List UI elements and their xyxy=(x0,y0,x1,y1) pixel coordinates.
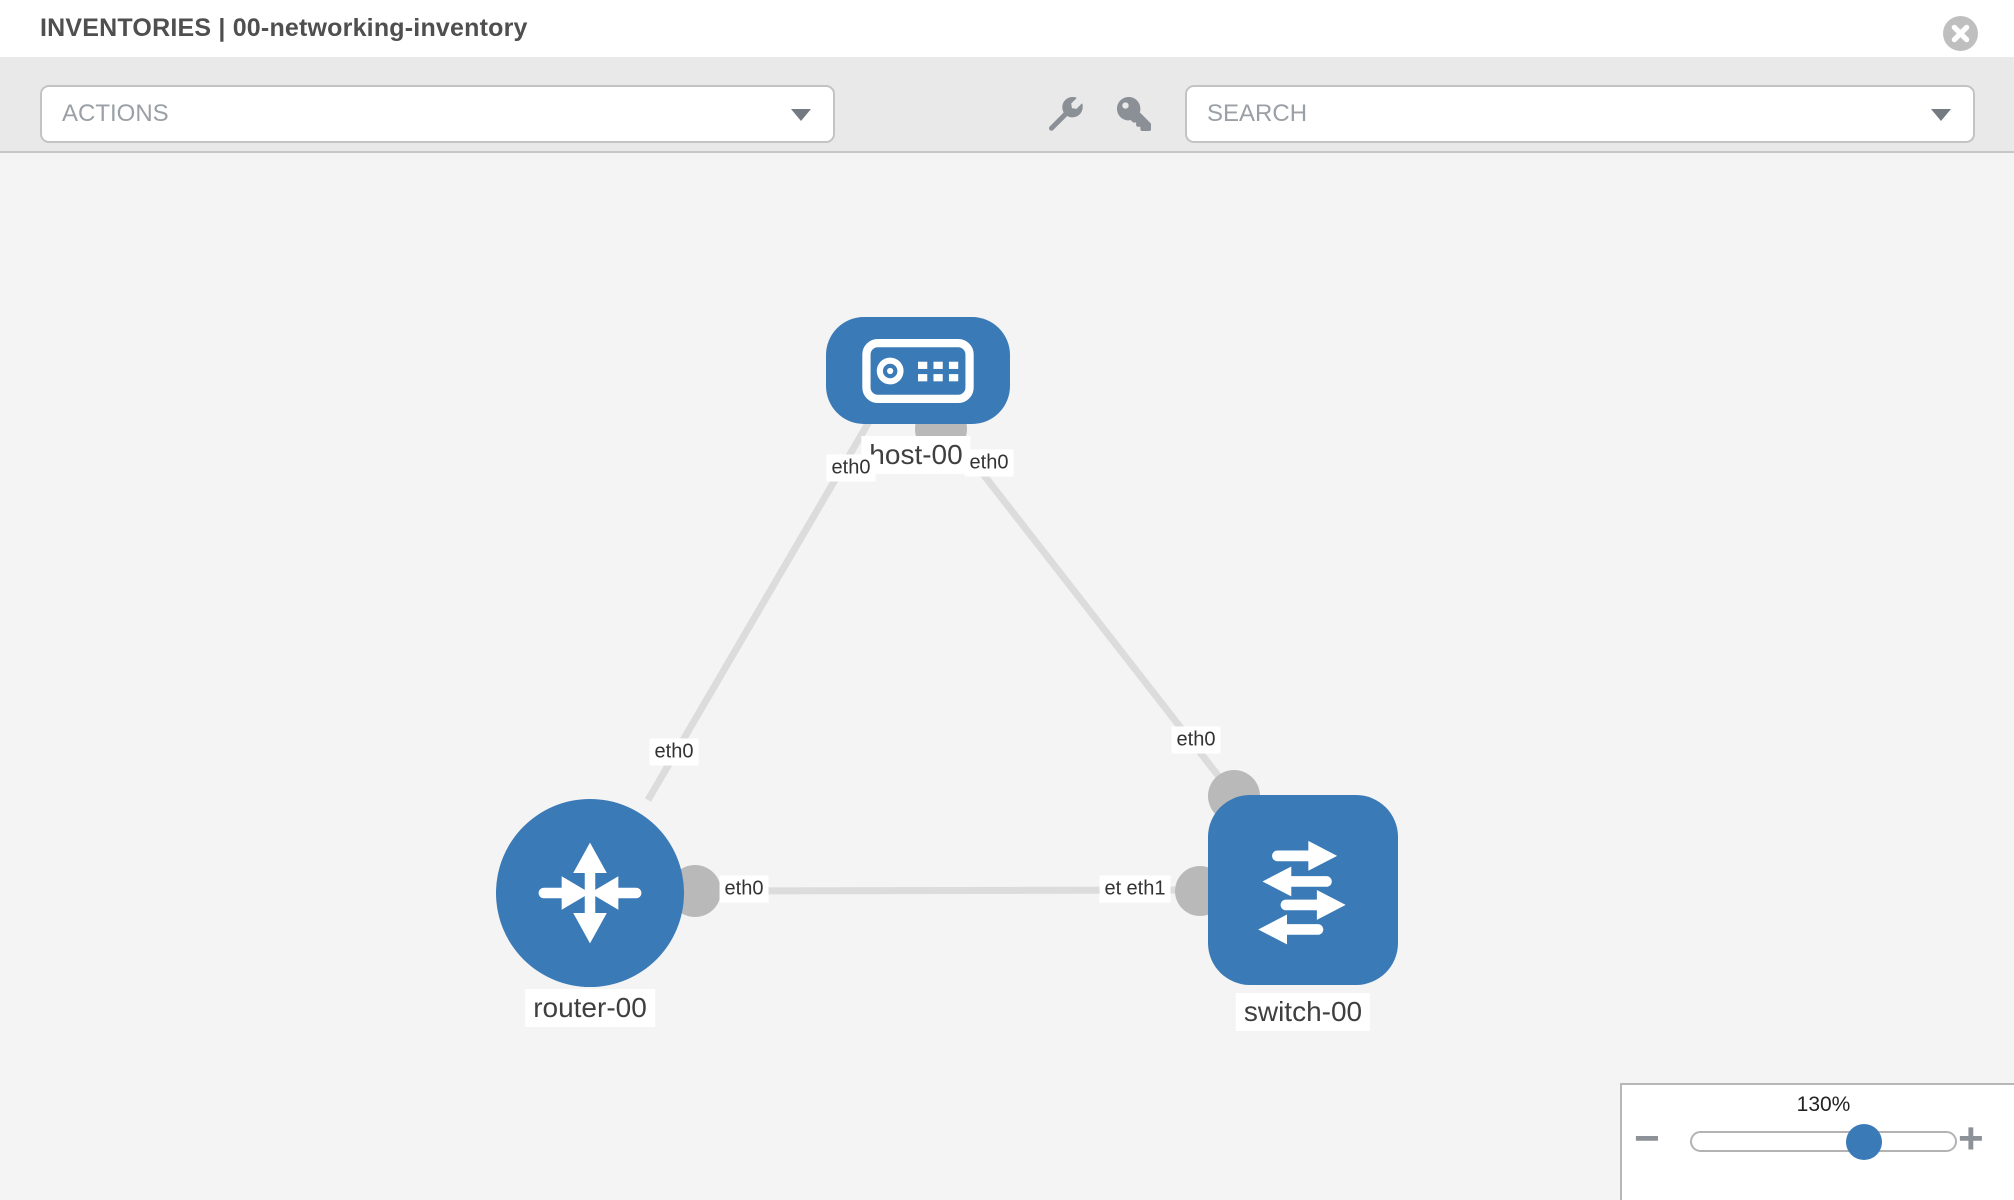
wrench-icon xyxy=(1049,97,1083,131)
page-title: INVENTORIES | 00-networking-inventory xyxy=(40,14,528,42)
topology-canvas[interactable]: host-00 router-00 switch-00 eth0 eth0 et… xyxy=(0,153,2014,1200)
zoom-panel: 130% − + xyxy=(1620,1083,2014,1200)
node-label-router-00: router-00 xyxy=(525,989,655,1027)
zoom-in-button[interactable]: + xyxy=(1958,1114,1984,1163)
key-icon xyxy=(1117,97,1151,131)
interface-label-host-right: eth0 xyxy=(964,449,1014,477)
chevron-down-icon xyxy=(1931,109,1951,121)
router-icon xyxy=(538,842,642,944)
node-host-00[interactable] xyxy=(826,317,1010,424)
credentials-button[interactable] xyxy=(1112,85,1156,143)
node-label-switch-00: switch-00 xyxy=(1235,993,1371,1031)
actions-dropdown-label: ACTIONS xyxy=(62,100,169,127)
interface-label-host-left: eth0 xyxy=(826,454,876,482)
zoom-slider-thumb[interactable] xyxy=(1846,1124,1882,1160)
links-layer xyxy=(644,403,1260,917)
search-dropdown[interactable]: SEARCH xyxy=(1185,85,1975,143)
actions-dropdown[interactable]: ACTIONS xyxy=(40,85,835,143)
switch-icon xyxy=(1258,840,1346,945)
node-switch-00[interactable] xyxy=(1208,795,1398,985)
zoom-slider-track[interactable] xyxy=(1690,1131,1957,1152)
interface-label-router-top: eth0 xyxy=(649,738,699,766)
zoom-out-button[interactable]: − xyxy=(1634,1114,1660,1163)
toolbar: ACTIONS SEARCH xyxy=(0,57,2014,153)
node-label-host-00: host-00 xyxy=(861,436,971,474)
configure-button[interactable] xyxy=(1044,85,1088,143)
search-dropdown-label: SEARCH xyxy=(1207,100,1308,127)
interface-label-router-right: eth0 xyxy=(719,875,769,903)
host-icon xyxy=(862,338,974,403)
node-router-00[interactable] xyxy=(496,799,684,987)
link-host-router xyxy=(644,418,874,802)
interface-label-switch-left-front: eth1 xyxy=(1121,875,1171,903)
header-bar: INVENTORIES | 00-networking-inventory xyxy=(0,0,2014,57)
zoom-level-value: 130% xyxy=(1796,1093,1851,1116)
close-button[interactable] xyxy=(1943,16,1978,51)
interface-label-switch-top: eth0 xyxy=(1171,726,1221,754)
chevron-down-icon xyxy=(791,109,811,121)
close-icon xyxy=(1951,24,1970,43)
